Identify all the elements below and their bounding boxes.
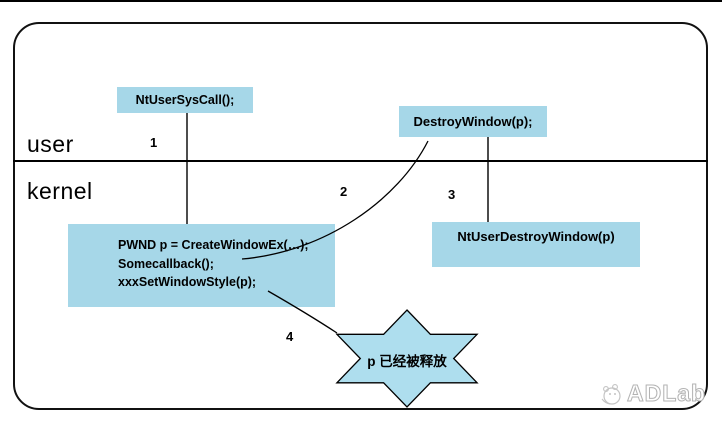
adlab-watermark-text: ADLab — [626, 380, 707, 407]
destroywindow-box: DestroyWindow(p); — [399, 106, 547, 137]
user-kernel-divider — [13, 160, 708, 162]
user-region-label: user — [27, 131, 74, 157]
step-number-2: 2 — [340, 184, 348, 199]
code-line-callback: Somecallback(); — [118, 256, 214, 271]
step-number-3: 3 — [448, 187, 456, 202]
step-number-4: 4 — [286, 329, 294, 344]
createwindowex-box: PWND p = CreateWindowEx(…); Somecallback… — [68, 224, 335, 307]
kernel-region-label: kernel — [27, 178, 93, 204]
diagram-frame — [13, 22, 708, 410]
step-number-1: 1 — [150, 135, 158, 150]
code-line-setstyle: xxxSetWindowStyle(p); — [118, 275, 257, 289]
code-line-create: PWND p = CreateWindowEx(…); — [118, 238, 309, 252]
ntuserdestroywindow-box: NtUserDestroyWindow(p) — [432, 222, 640, 267]
freed-star-label: p 已经被释放 — [367, 354, 447, 369]
adlab-watermark: ADLab — [598, 380, 706, 407]
ntusersyscall-box: NtUserSysCall(); — [117, 87, 253, 113]
adlab-logo-icon — [601, 383, 621, 405]
top-border-line — [0, 0, 722, 2]
